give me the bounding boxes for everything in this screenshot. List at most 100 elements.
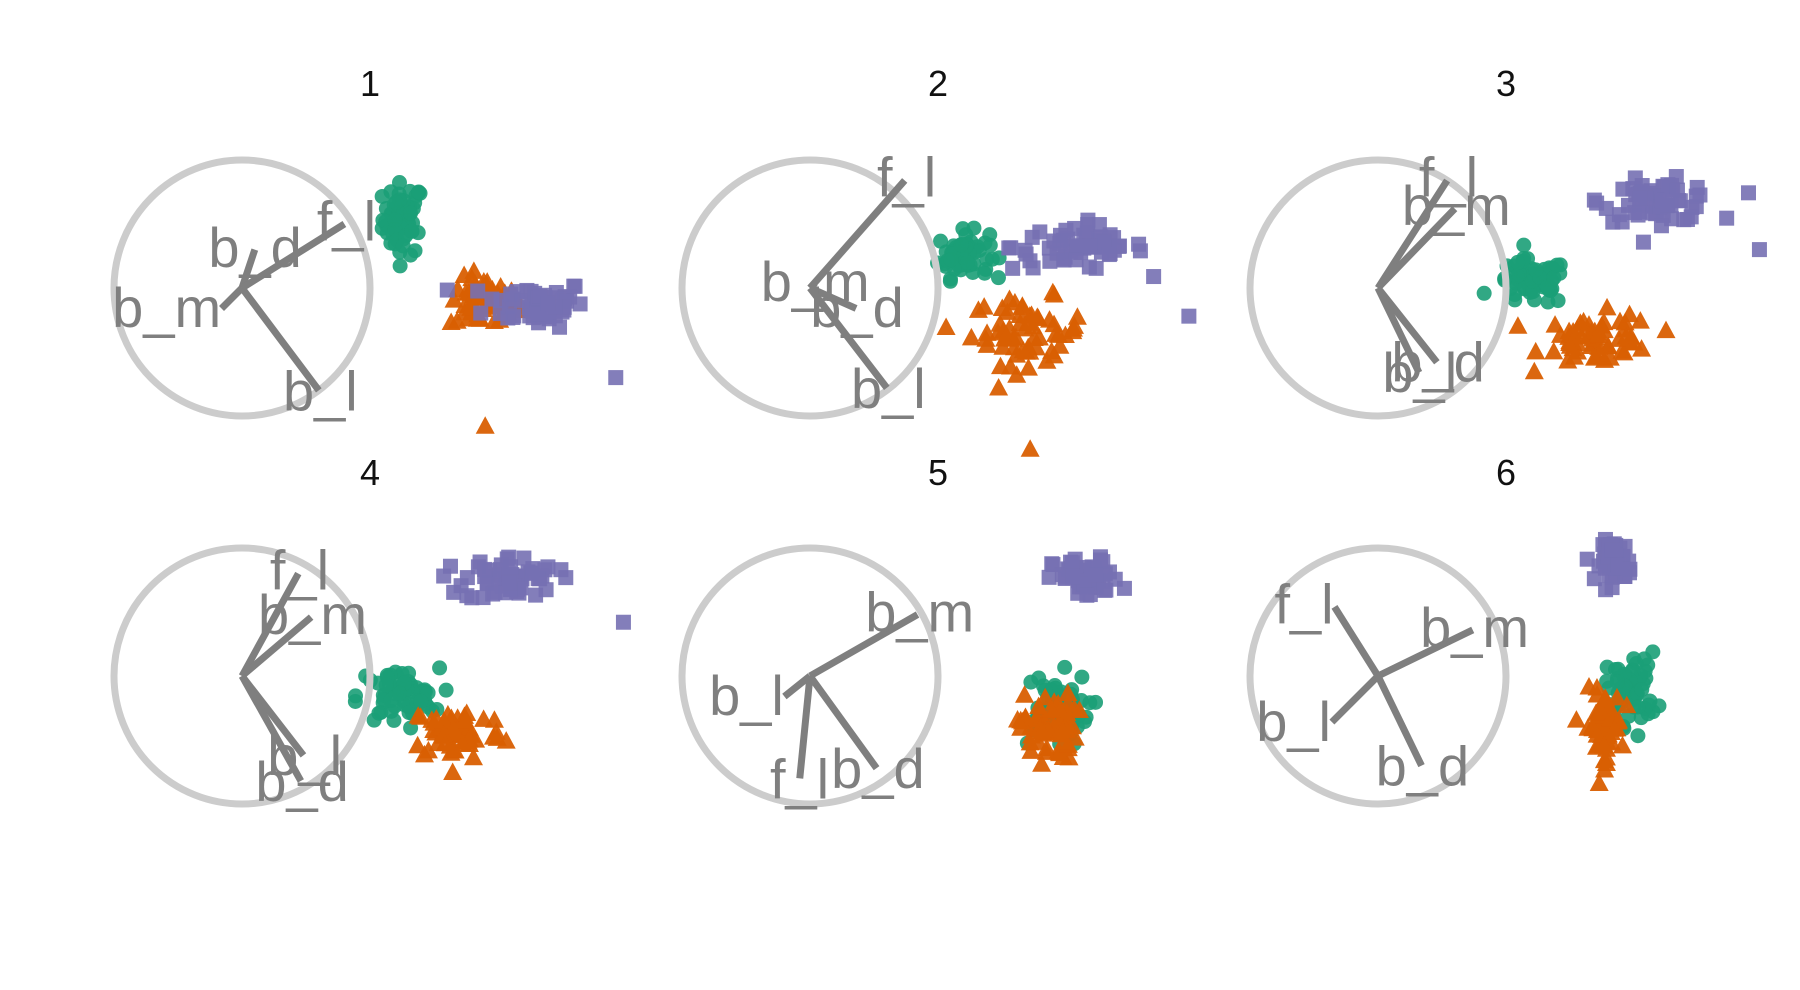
data-point [1015,685,1035,703]
data-point [1579,551,1595,567]
data-point [347,693,363,709]
data-point [1550,293,1566,309]
data-point [1589,322,1609,341]
data-point [1630,311,1650,329]
data-points [1566,531,1667,792]
axis-label: b_l [1382,341,1457,404]
data-point [447,311,467,329]
axis-line-b-m [239,614,314,679]
data-point [453,734,473,752]
data-point [1610,557,1626,573]
axis-label: b_m [865,580,974,643]
data-point [1614,342,1634,361]
data-point [1095,554,1111,570]
data-point [1088,567,1104,583]
data-point [1116,580,1132,596]
data-point [483,727,503,745]
data-point [990,314,1010,332]
data-point [1594,735,1614,754]
data-point [553,562,569,578]
data-point [1642,693,1658,709]
data-point [1611,207,1627,223]
data-point [540,559,556,575]
data-point [1064,555,1080,571]
data-point [1579,676,1599,695]
axis-label: b_l [851,357,926,420]
data-point [378,677,394,693]
data-point [1599,673,1615,689]
data-point [1024,229,1040,245]
axis-line-b-l [807,285,890,390]
data-point [1006,327,1026,346]
data-point [403,205,419,221]
data-point [1041,700,1061,718]
data-point [990,270,1006,286]
data-point [1560,336,1580,354]
axis-line-f-l [238,571,302,678]
data-point [438,682,454,698]
data-point [411,707,431,725]
data-point [1524,361,1544,380]
data-point [1041,569,1057,585]
data-point [1052,235,1068,251]
data-point [936,317,956,336]
data-point [552,319,568,335]
axis-circle [110,544,374,808]
data-point [1551,325,1571,343]
data-point [501,575,517,591]
data-point [485,586,501,602]
data-point [1056,252,1072,268]
data-point [1598,200,1614,216]
data-point [1067,307,1087,325]
data-point [1630,728,1646,744]
data-point [1044,285,1064,303]
data-point [1597,297,1617,316]
data-point [991,356,1011,375]
data-point [474,709,494,727]
data-point [1637,663,1653,679]
data-point [1676,212,1692,228]
data-point [392,258,408,274]
data-point [1656,320,1676,339]
data-point [992,298,1012,317]
data-point [1096,582,1112,598]
axis-line-f-l [796,675,814,779]
data-point [525,561,541,577]
data-point [1595,688,1615,707]
data-points [374,175,624,434]
data-point [435,733,455,752]
data-point [1669,182,1685,198]
panel-4: 4f_lb_mb_lb_d [110,452,631,813]
data-point [943,252,959,268]
data-point [1058,683,1078,702]
data-point [426,709,446,727]
data-point [1604,542,1620,558]
data-point [1610,311,1630,330]
axis-label: f_l [1274,572,1333,635]
data-point [1053,720,1073,739]
axis-label: b_m [258,583,367,646]
data-point [1028,732,1048,750]
axis-label: b_d [255,750,348,813]
axis-label: b_m [112,276,221,339]
data-point [459,588,475,604]
data-point [1023,674,1039,690]
axis-label: f_l [877,145,936,208]
data-point [1068,252,1084,268]
data-point [989,377,1009,396]
data-point [387,212,403,228]
axis-line-f-l [1331,605,1381,678]
data-points [1476,169,1767,380]
panel-title: 6 [1496,452,1516,493]
axis-line-b-m [808,611,920,680]
data-point [1617,695,1637,714]
data-point [1069,238,1085,254]
data-point [1020,439,1040,457]
data-point [1589,773,1609,792]
data-point [1044,314,1064,333]
data-point [1586,192,1602,208]
data-point [1509,268,1525,284]
data-point [615,614,631,630]
data-point [446,584,462,600]
